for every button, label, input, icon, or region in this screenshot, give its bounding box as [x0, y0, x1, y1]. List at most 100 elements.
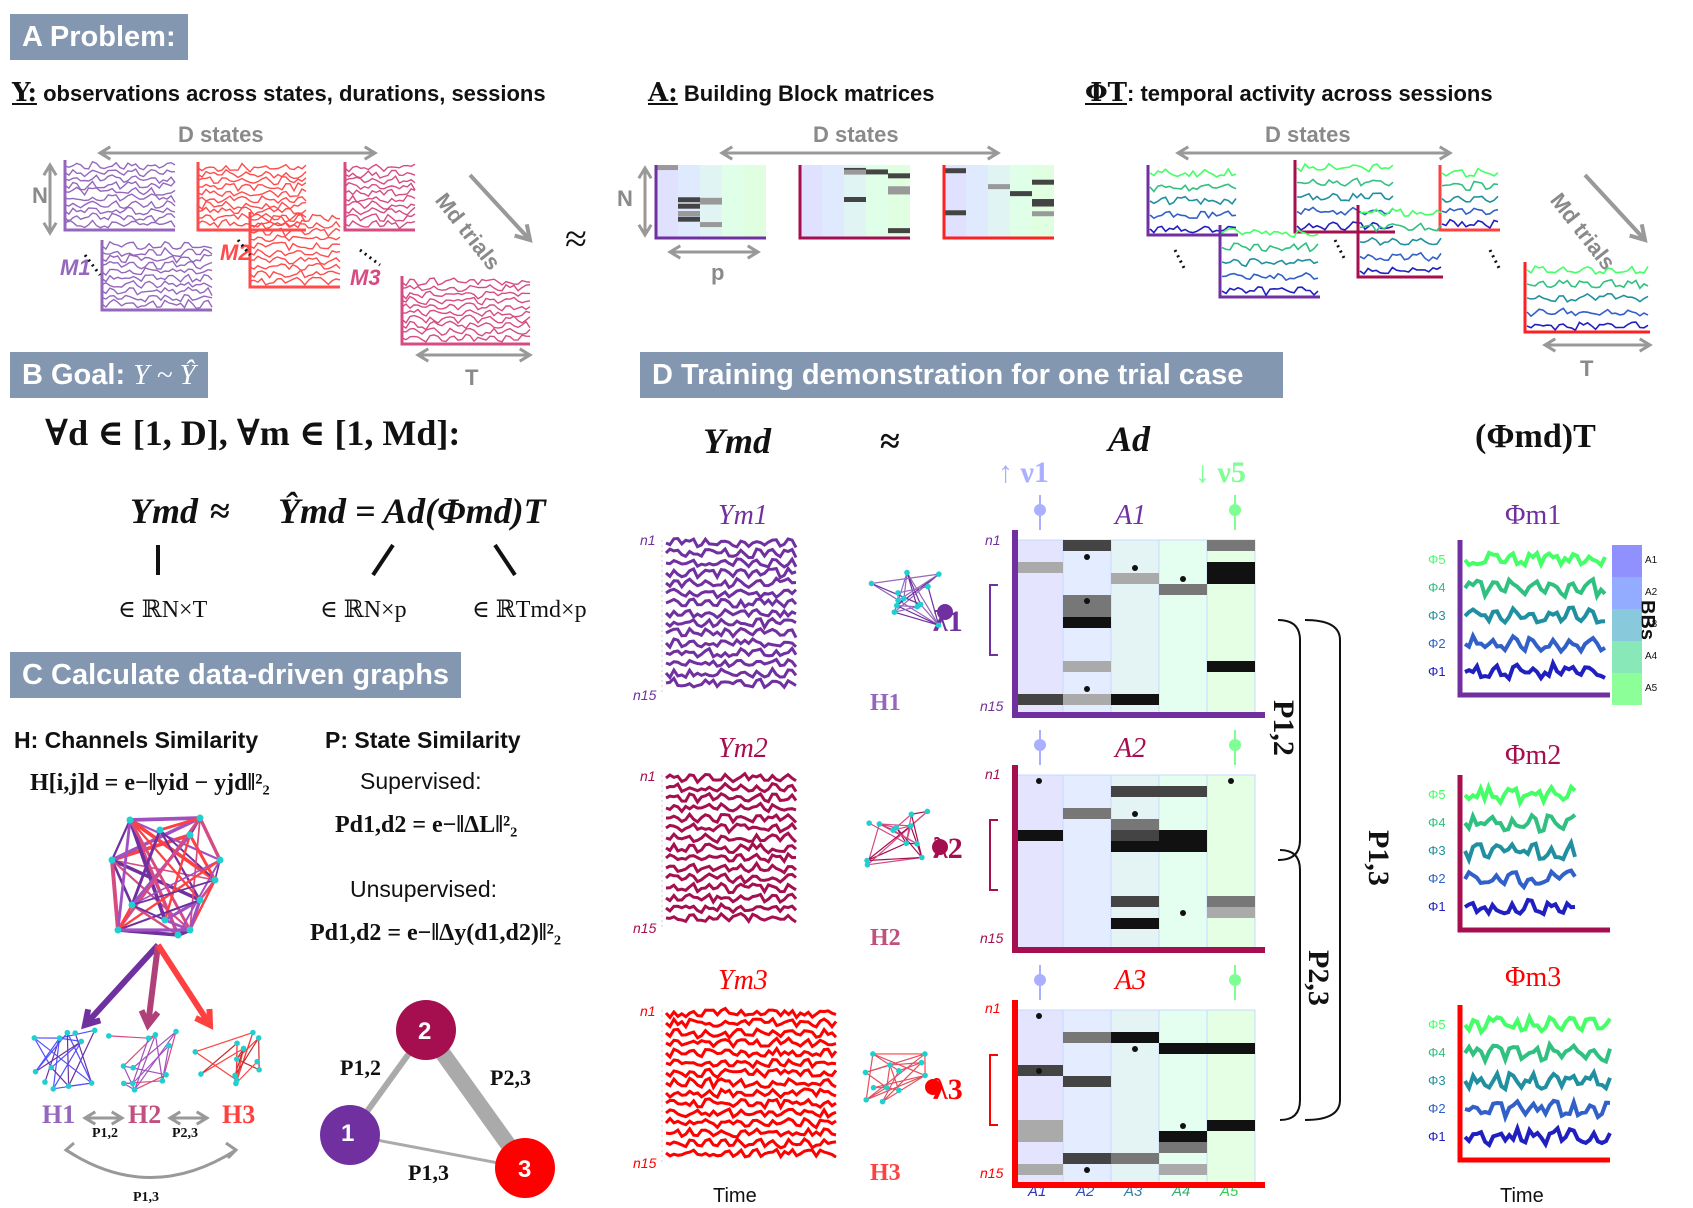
- a-block-cell: [888, 186, 910, 191]
- a-block-cell: [844, 197, 866, 202]
- phi-top-trace: [1222, 273, 1318, 280]
- h-p23-label: P2,3: [172, 1126, 198, 1142]
- a-block-cell: [678, 211, 700, 216]
- row3-y-label: Ym3: [718, 965, 768, 997]
- train-h-graph-0-edge: [898, 587, 928, 593]
- section-b-formula: Y ~ Ŷ: [133, 359, 195, 391]
- h1-graph-node: [57, 1035, 63, 1041]
- h3-graph-node: [234, 1077, 240, 1083]
- y-block-0-trace: [65, 169, 175, 177]
- a-matrix-cell: [1207, 661, 1255, 672]
- a-block-cell: [700, 198, 722, 203]
- n-arrow-a-head: [639, 168, 651, 178]
- section-b-header: B Goal: Y ~ Ŷ: [10, 352, 208, 398]
- train-h-graph-1-edge: [906, 843, 917, 844]
- h1-label: H1: [42, 1100, 75, 1130]
- a-matrix-cell: [1111, 896, 1159, 907]
- nu5-marker: [1229, 974, 1241, 986]
- dim-phi-line: [495, 545, 515, 575]
- a-matrix-cell: [1159, 1142, 1207, 1153]
- train-h-graph-1-edge: [893, 830, 917, 844]
- y-block-1-trace: [198, 183, 306, 191]
- big-graph-edge: [118, 860, 220, 930]
- train-h-graph-2-edge: [865, 1072, 886, 1087]
- state-node-3-label: 3: [518, 1156, 531, 1184]
- a-block-col: [656, 165, 678, 238]
- phi-top-trace: [1297, 178, 1393, 186]
- a-matrix-axes-1: [1015, 765, 1265, 950]
- a-block-col: [744, 165, 766, 238]
- train-h-graph-0-edge: [897, 599, 904, 606]
- a-matrix-col: [1207, 1010, 1255, 1185]
- m3-label: M3: [350, 265, 381, 291]
- train-y-trace: [666, 874, 796, 883]
- row1-n-top: n1: [640, 532, 656, 548]
- a-matrix-cell: [1159, 841, 1207, 852]
- a-block-cell: [700, 222, 722, 227]
- legend-label-3: A3: [1645, 619, 1657, 630]
- state-p13-label: P1,3: [408, 1160, 449, 1186]
- a-matrix-dot: [1036, 778, 1042, 784]
- d-states-arrow-y-head: [365, 147, 375, 159]
- a-matrix-cell: [1063, 1076, 1111, 1087]
- a-matrix-cell: [1111, 1032, 1159, 1043]
- big-graph-edge: [190, 880, 215, 930]
- train-h-graph-0-edge: [907, 573, 921, 605]
- h2-graph-edge: [135, 1075, 167, 1090]
- phi-top-trace: [1442, 196, 1498, 202]
- h1-graph-edge: [53, 1041, 81, 1088]
- h1-graph-node: [65, 1030, 71, 1036]
- train-y-trace: [666, 1129, 836, 1137]
- train-y-trace: [666, 884, 796, 893]
- arrow-to-h3-head: [196, 1009, 210, 1025]
- h2-label: H2: [128, 1100, 161, 1130]
- y-block-1-trace: [198, 177, 306, 185]
- y-block-1-trace: [198, 214, 306, 222]
- p-title: P: State Similarity: [325, 727, 521, 754]
- a-block-cell: [888, 189, 910, 194]
- big-graph-edge: [130, 820, 220, 860]
- section-a-header: A Problem:: [10, 14, 188, 60]
- a-block-cell: [656, 165, 678, 170]
- y-block-2-trace: [345, 196, 415, 203]
- h2-graph-node: [160, 1078, 166, 1084]
- a2-n-top: n1: [985, 766, 1001, 782]
- lambda-bracket: [990, 1055, 998, 1125]
- big-graph-edge: [160, 830, 215, 880]
- a-matrix-dot: [1036, 1068, 1042, 1074]
- y-block-2-trace: [345, 221, 415, 229]
- train-y-trace: [666, 549, 796, 558]
- train-h-graph-1-edge: [906, 814, 911, 843]
- a-symbol: A:: [648, 78, 678, 108]
- y-block-4-trace: [250, 222, 340, 229]
- phi-top-axes-1: [1295, 160, 1395, 232]
- goal-lhs: Ymd: [130, 490, 198, 532]
- a-matrix-col: [1111, 540, 1159, 715]
- trials-label-phi: Md trials: [1545, 188, 1621, 275]
- goal-rhs: Ŷmd = Ad(Φmd)T: [278, 490, 546, 532]
- phi-d-trace: [1465, 636, 1605, 652]
- train-h-graph-0-edge: [897, 574, 939, 606]
- train-h-graph-1-edge: [897, 828, 907, 843]
- train-h-graph-0-edge: [917, 604, 920, 606]
- h2-graph-node: [132, 1087, 138, 1093]
- a-block-col: [1032, 165, 1054, 238]
- phi-tick-label: Φ4: [1428, 580, 1446, 595]
- train-h-graph-2-edge: [873, 1054, 899, 1071]
- big-graph-edge: [190, 818, 200, 930]
- train-y-trace: [666, 610, 796, 618]
- legend-label-2: A2: [1645, 587, 1657, 598]
- a-matrix-cell: [1207, 1120, 1255, 1131]
- train-h-graph-2-edge: [865, 1054, 924, 1072]
- train-h-graph-2-edge: [866, 1088, 886, 1100]
- phi-caption: ΦT: temporal activity across sessions: [1085, 78, 1493, 108]
- phi-top-trace: [1222, 259, 1318, 267]
- h3-graph-edge: [235, 1038, 259, 1075]
- d-states-arrow-y-head: [100, 147, 110, 159]
- a-matrix-cell: [1063, 540, 1111, 551]
- train-h-graph-0-node: [936, 571, 942, 577]
- h3-graph-edge: [237, 1048, 244, 1059]
- t-arrow-y-head: [520, 349, 530, 361]
- a-matrix-cell: [1063, 661, 1111, 672]
- big-graph-node: [187, 927, 194, 934]
